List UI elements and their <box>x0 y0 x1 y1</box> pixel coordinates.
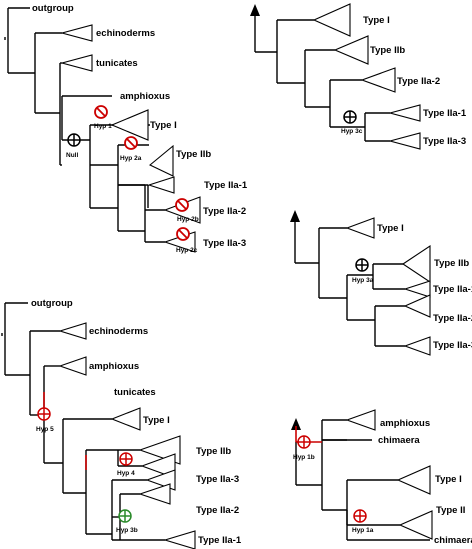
tree-panel-middle-right <box>294 219 405 347</box>
plus-icon-null <box>67 133 81 147</box>
label-type-ii: Type II <box>436 505 465 516</box>
tree-panel-top-left-edges <box>90 184 149 232</box>
label-hyp3b: Hyp 3b <box>116 527 138 534</box>
root-arrow-icon <box>250 4 260 16</box>
clade-type-i-triangle <box>110 109 149 141</box>
clade-tunicates-triangle <box>59 54 93 72</box>
labels-bottom-left: outgroup echinoderms amphioxus tunicates… <box>31 298 242 546</box>
label-hyp3a: Hyp 3a <box>352 277 374 284</box>
clades-middle-right <box>345 217 431 356</box>
label-type-iib: Type IIb <box>370 45 405 56</box>
label-type-i: Type I <box>377 223 404 234</box>
label-type-iia1: Type IIa-1 <box>433 284 472 295</box>
tree-panel-top-right <box>254 14 390 142</box>
label-amphioxus: amphioxus <box>380 418 430 429</box>
no-icon-hyp2b <box>175 198 189 212</box>
plus-icon-hyp3a <box>355 258 369 272</box>
label-echinoderms: echinoderms <box>96 28 155 39</box>
tree-panel-top-left-iia <box>144 192 165 243</box>
no-icon-hyp2c <box>176 227 190 241</box>
label-amphioxus: amphioxus <box>120 91 170 102</box>
labels-middle-right: Type I Type IIb Type IIa-1 Type IIa-2 Ty… <box>352 223 472 351</box>
label-type-iib: Type IIb <box>176 149 211 160</box>
label-type-iia1: Type IIa-1 <box>198 535 242 546</box>
label-hyp1b: Hyp 1b <box>293 454 315 461</box>
no-icon-hyp1 <box>94 105 108 119</box>
label-type-iia3: Type IIa-3 <box>433 340 472 351</box>
plus-icon-hyp1a <box>353 509 367 523</box>
label-type-iia2: Type IIa-2 <box>203 206 246 217</box>
label-type-i: Type I <box>435 474 462 485</box>
clades-bottom-left <box>58 322 196 549</box>
label-type-iia3: Type IIa-3 <box>423 136 466 147</box>
label-outgroup: outgroup <box>31 298 73 309</box>
label-tunicates: tunicates <box>96 58 138 69</box>
label-type-i: Type I <box>143 415 170 426</box>
label-type-i: Type I <box>150 120 177 131</box>
labels-bottom-right: amphioxus chimaera Type I Type II chimae… <box>293 418 472 546</box>
label-echinoderms: echinoderms <box>89 326 148 337</box>
label-hyp2b: Hyp 2b <box>177 216 199 223</box>
label-chimaera: chimaera <box>378 435 420 446</box>
label-type-iia1: Type IIa-1 <box>204 180 248 191</box>
plus-icon-hyp3b <box>118 509 132 523</box>
label-type-i: Type I <box>363 15 390 26</box>
clade-type-iia1-triangle <box>147 176 175 194</box>
labels-top-left: outgroup echinoderms tunicates amphioxus… <box>32 3 248 254</box>
label-type-iia3: Type IIa-3 <box>196 474 239 485</box>
label-type-iia2: Type IIa-2 <box>196 505 239 516</box>
label-hyp5: Hyp 5 <box>36 426 54 433</box>
labels-top-right: Type I Type IIb Type IIa-2 Type IIa-1 Ty… <box>341 15 467 147</box>
label-type-iia2: Type IIa-2 <box>433 313 472 324</box>
hyp-markers-bottom-right <box>297 435 367 523</box>
plus-icon-hyp1b <box>297 435 311 449</box>
plus-icon-hyp3c <box>343 110 357 124</box>
label-outgroup: outgroup <box>32 3 74 14</box>
clade-echinoderms-triangle <box>59 24 93 42</box>
label-hyp2c: Hyp 2c <box>176 247 198 254</box>
label-hyp4: Hyp 4 <box>117 470 135 477</box>
root-arrow-icon <box>290 210 300 222</box>
no-icon-hyp2a <box>124 136 138 150</box>
label-hyp3c: Hyp 3c <box>341 128 363 135</box>
label-type-iia2: Type IIa-2 <box>397 76 440 87</box>
clades-top-right <box>312 3 421 150</box>
label-type-iib: Type IIb <box>196 446 231 457</box>
label-type-iia3: Type IIa-3 <box>203 238 246 249</box>
label-amphioxus: amphioxus <box>89 361 139 372</box>
plus-icon-hyp4 <box>119 452 133 466</box>
label-hyp2a: Hyp 2a <box>120 155 142 162</box>
tree-panel-bottom-right <box>295 419 430 541</box>
label-tunicates: tunicates <box>114 387 156 398</box>
clade-type-iib-triangle <box>148 144 174 177</box>
clades-bottom-right <box>345 409 433 540</box>
label-hyp1: Hyp 1 <box>94 123 112 130</box>
label-chimaera: chimaera <box>434 535 472 546</box>
label-null: Null <box>66 152 78 159</box>
root-arrow-icon <box>291 418 301 430</box>
label-hyp1a: Hyp 1a <box>352 527 374 534</box>
label-type-iia1: Type IIa-1 <box>423 108 467 119</box>
plus-icon-hyp5 <box>37 407 51 421</box>
label-type-iib: Type IIb <box>434 258 469 269</box>
tree-panel-bottom-left-edges <box>111 449 165 541</box>
